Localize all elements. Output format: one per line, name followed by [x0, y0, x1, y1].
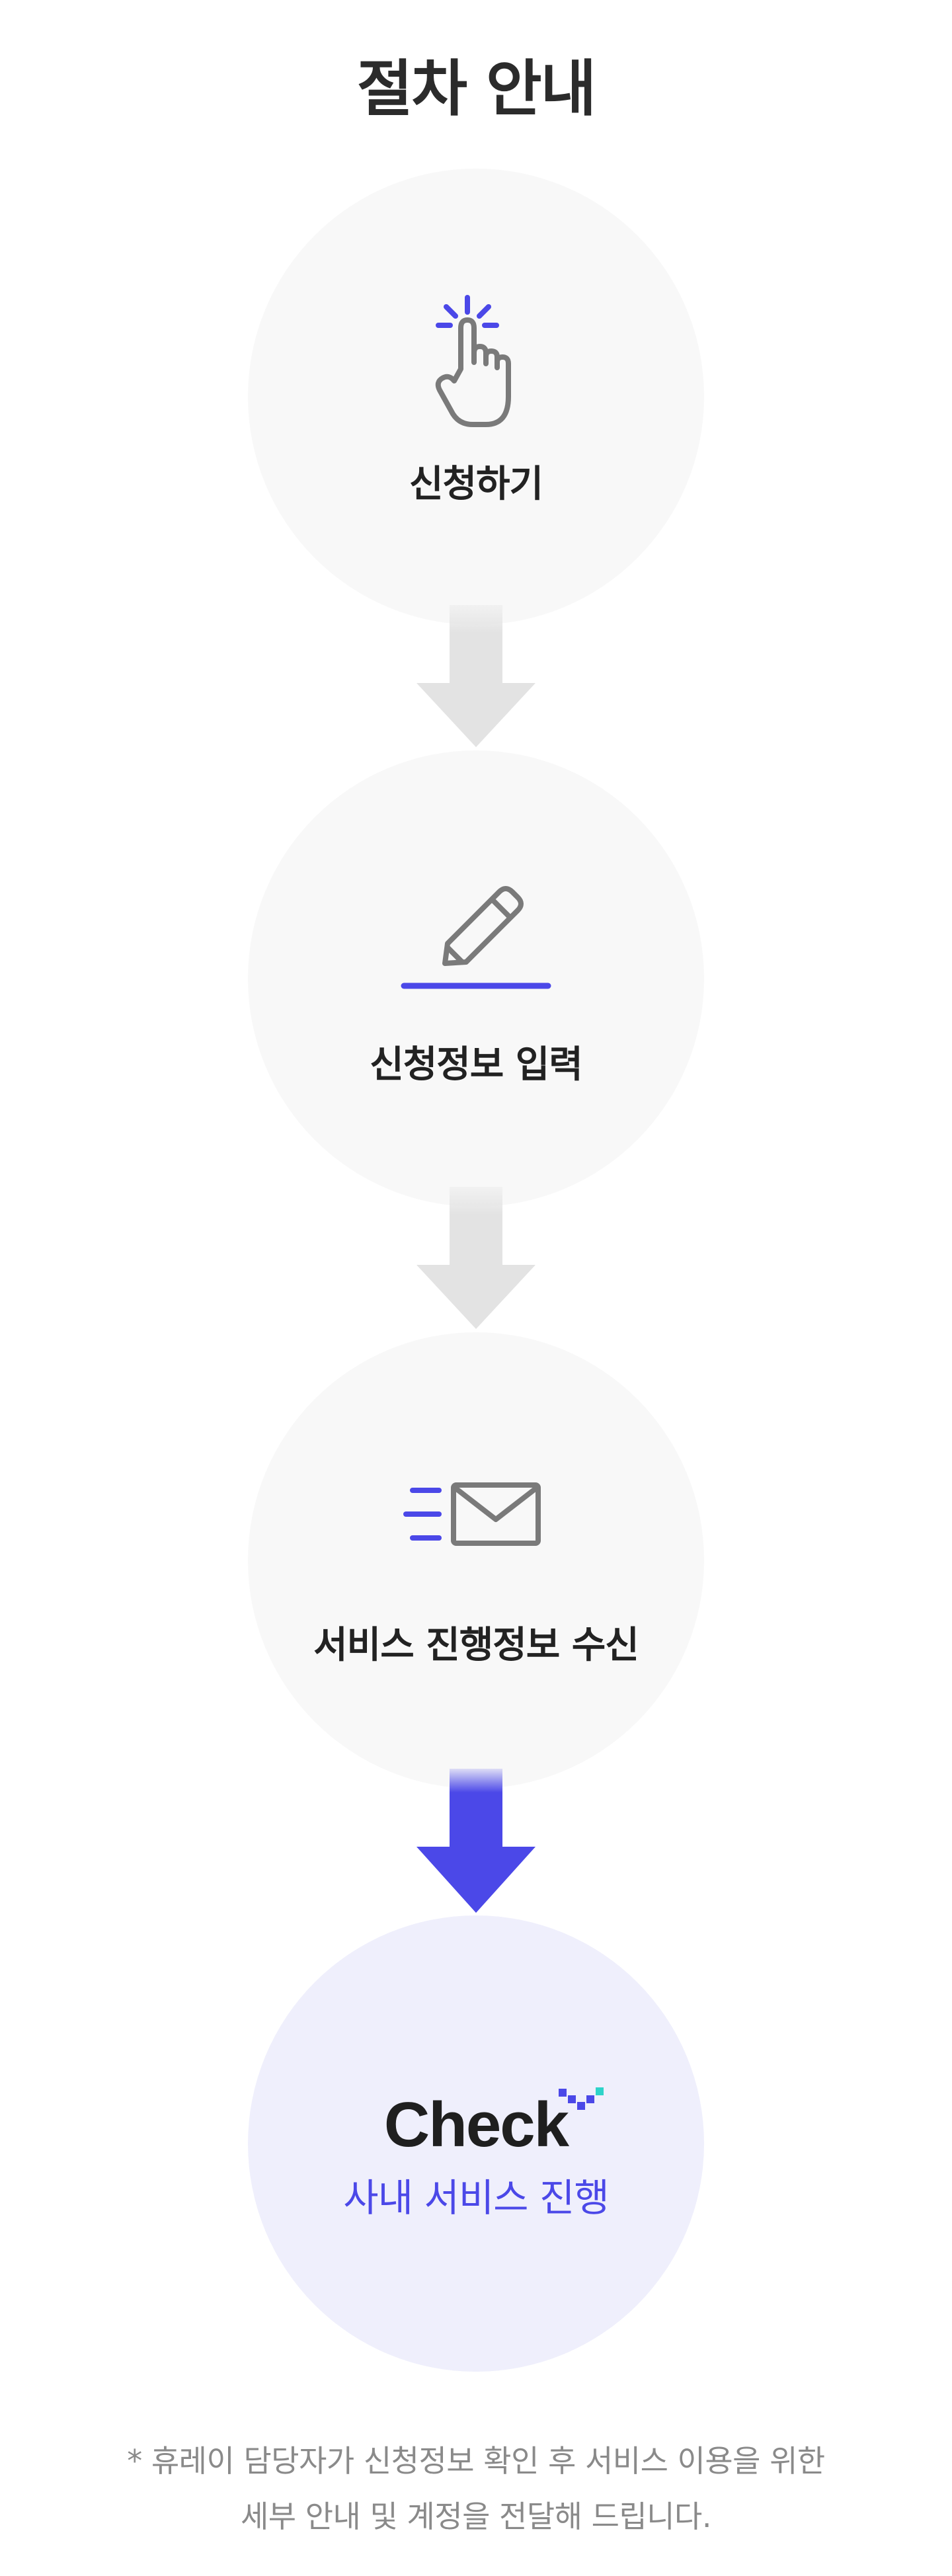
mail-icon: [403, 1482, 541, 1546]
arrow-down-icon: [416, 605, 536, 747]
step-service-start: Check 사내 서비스 진행: [248, 1915, 704, 2372]
page-title: 절차 안내: [356, 54, 597, 124]
arrow-down-icon: [416, 1187, 536, 1329]
logo-mark-icon: [559, 2087, 604, 2110]
footnote-line: 세부 안내 및 계정을 전달해 드립니다.: [240, 2499, 712, 2534]
step-label: 서비스 진행정보 수신: [313, 1624, 639, 1667]
logo-wordmark: Check: [383, 2089, 569, 2160]
step-apply: 신청하기: [248, 169, 704, 625]
step-receive-info: 서비스 진행정보 수신: [248, 1332, 704, 1789]
step-label: 신청정보 입력: [370, 1043, 583, 1086]
step-label: 신청하기: [409, 463, 543, 506]
arrow-down-icon: [416, 1769, 536, 1913]
step-label: 사내 서비스 진행: [343, 2175, 609, 2220]
step-input-info: 신청정보 입력: [248, 750, 704, 1207]
check-logo: Check: [248, 2087, 704, 2161]
pencil-icon: [401, 886, 551, 989]
tap-icon: [435, 295, 511, 427]
footnote: * 휴레이 담당자가 신청정보 확인 후 서비스 이용을 위한 세부 안내 및 …: [0, 2433, 952, 2544]
footnote-line: * 휴레이 담당자가 신청정보 확인 후 서비스 이용을 위한: [127, 2443, 825, 2479]
